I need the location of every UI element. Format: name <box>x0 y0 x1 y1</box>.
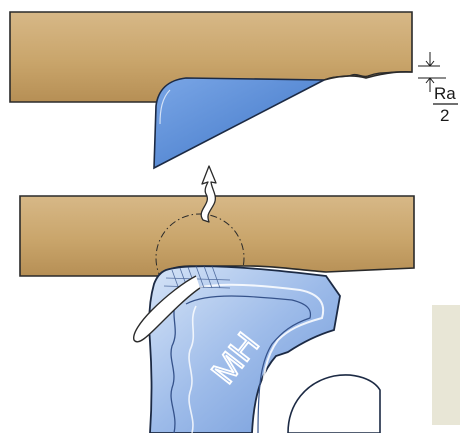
insert-center-hole <box>288 375 380 433</box>
ra-label: Ra <box>434 84 456 103</box>
ra-divisor: 2 <box>440 106 449 125</box>
cutting-edge-detail <box>154 78 324 168</box>
side-panel <box>432 305 460 425</box>
bottom-workpiece <box>20 196 414 276</box>
roughness-dimension: Ra 2 <box>418 52 458 125</box>
cutting-edge-wedge <box>154 78 324 168</box>
bottom-workpiece-body <box>20 196 414 276</box>
